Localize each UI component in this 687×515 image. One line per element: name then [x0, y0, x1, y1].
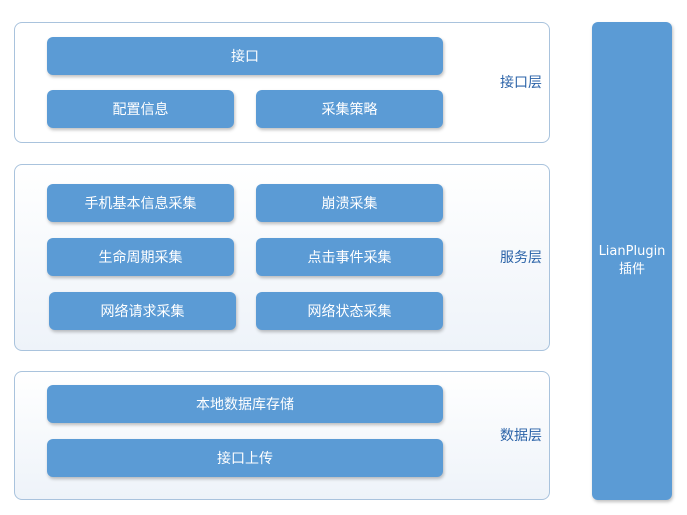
plugin-subtitle: 插件	[618, 262, 645, 277]
data-layer-label: 数据层	[500, 428, 542, 444]
lifecycle-collection-box: 生命周期采集	[47, 238, 234, 276]
service-layer-label: 服务层	[500, 250, 542, 266]
collection-strategy-box: 采集策略	[256, 90, 443, 128]
device-info-collection-box: 手机基本信息采集	[47, 184, 234, 222]
network-status-collection-box: 网络状态采集	[256, 292, 443, 330]
interface-box: 接口	[47, 37, 443, 75]
config-info-box: 配置信息	[47, 90, 234, 128]
plugin-name: LianPlugin	[598, 244, 666, 259]
crash-collection-box: 崩溃采集	[256, 184, 443, 222]
interface-layer-label: 接口层	[500, 75, 542, 91]
interface-upload-box: 接口上传	[47, 439, 443, 477]
local-db-storage-box: 本地数据库存储	[47, 385, 443, 423]
click-event-collection-box: 点击事件采集	[256, 238, 443, 276]
lianplugin-column: LianPlugin 插件	[592, 22, 672, 500]
network-request-collection-box: 网络请求采集	[49, 292, 236, 330]
